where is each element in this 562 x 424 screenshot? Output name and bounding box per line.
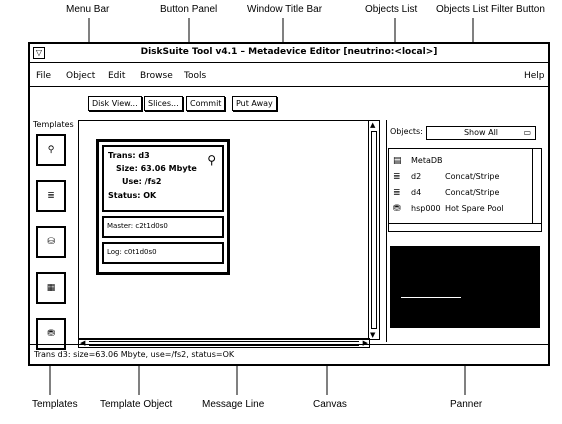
window-title: DiskSuite Tool v4.1 – Metadevice Editor … <box>140 47 438 57</box>
object-name: hsp000 <box>411 204 441 213</box>
list-item[interactable]: ≣ d4 Concat/Stripe <box>389 185 529 201</box>
template-object-trans-d3[interactable]: Trans: d3 Size: 63.06 Mbyte Use: /fs2 St… <box>96 139 230 275</box>
trans-template-icon[interactable]: ⚲ <box>36 134 66 166</box>
list-item[interactable]: ▤ MetaDB <box>389 153 529 169</box>
trans-size: Size: 63.06 Mbyte <box>116 164 197 173</box>
pane-separator <box>386 120 387 342</box>
list-item[interactable]: ⛃ hsp000 Hot Spare Pool <box>389 201 529 217</box>
callout-objects-list-filter-button: Objects List Filter Button <box>436 4 545 15</box>
callout-button-panel: Button Panel <box>160 4 218 15</box>
master-device-field[interactable]: Master: c2t1d0s0 <box>102 216 224 238</box>
filter-label: Show All <box>463 128 499 137</box>
object-type: Concat/Stripe <box>445 188 500 197</box>
slices-button[interactable]: Slices... <box>144 96 183 111</box>
scrollbar-track <box>89 341 359 346</box>
trans-use: Use: /fs2 <box>122 177 162 186</box>
callout-panner: Panner <box>450 399 483 410</box>
mirror-template-icon[interactable]: ⛁ <box>36 226 66 258</box>
callout-template-object: Template Object <box>100 399 173 410</box>
objects-list: ▤ MetaDB ≣ d2 Concat/Stripe ≣ d4 Concat/… <box>388 148 542 232</box>
objects-list-vertical-scrollbar[interactable] <box>532 149 541 223</box>
raid-template-icon[interactable]: ▦ <box>36 272 66 304</box>
window-menu-icon[interactable]: ▽ <box>33 47 45 59</box>
trans-icon: ⚲ <box>207 153 216 167</box>
metadb-icon: ▤ <box>393 156 402 166</box>
callout-message-line: Message Line <box>202 399 265 410</box>
menu-divider <box>30 86 548 87</box>
menu-bar: File Object Edit Browse Tools Help <box>30 70 548 84</box>
object-name: d2 <box>411 172 422 181</box>
callout-window-title-bar: Window Title Bar <box>247 4 323 15</box>
objects-label: Objects: <box>390 127 423 136</box>
callout-menu-bar: Menu Bar <box>66 4 110 15</box>
panner[interactable] <box>390 246 540 328</box>
object-name: d4 <box>411 188 422 197</box>
concat-icon: ≣ <box>393 172 401 182</box>
window-title-bar: ▽ DiskSuite Tool v4.1 – Metadevice Edito… <box>30 44 548 63</box>
scroll-left-icon[interactable]: ◀ <box>80 339 86 347</box>
objects-list-horizontal-scrollbar[interactable] <box>389 223 541 231</box>
dropdown-icon: ▭ <box>523 128 531 137</box>
templates-label: Templates <box>33 120 74 129</box>
object-type: Concat/Stripe <box>445 172 500 181</box>
hotspare-template-icon[interactable]: ⛃ <box>36 318 66 350</box>
trans-status: Status: OK <box>108 191 157 200</box>
panner-viewport[interactable] <box>401 297 461 298</box>
message-divider <box>30 344 548 345</box>
object-name: MetaDB <box>411 156 443 165</box>
commit-button[interactable]: Commit <box>186 96 226 111</box>
log-device-field[interactable]: Log: c0t1d0s0 <box>102 242 224 264</box>
menu-file[interactable]: File <box>36 71 52 81</box>
objects-filter-button[interactable]: Show All ▭ <box>426 126 536 140</box>
canvas-horizontal-scrollbar[interactable]: ◀ ▶ <box>78 338 370 348</box>
callout-canvas: Canvas <box>313 399 347 410</box>
menu-object[interactable]: Object <box>66 71 96 81</box>
message-line: Trans d3: size=63.06 Mbyte, use=/fs2, st… <box>34 350 235 359</box>
callout-objects-list: Objects List <box>365 4 418 15</box>
disksuite-window: ▽ DiskSuite Tool v4.1 – Metadevice Edito… <box>28 42 550 366</box>
menu-help[interactable]: Help <box>524 71 545 81</box>
menu-tools[interactable]: Tools <box>184 71 207 81</box>
scrollbar-track <box>371 131 377 329</box>
disk-view-button[interactable]: Disk View... <box>88 96 142 111</box>
object-type: Hot Spare Pool <box>445 204 504 213</box>
put-away-button[interactable]: Put Away <box>232 96 277 111</box>
menu-edit[interactable]: Edit <box>108 71 126 81</box>
trans-title: Trans: d3 <box>108 151 150 160</box>
canvas-vertical-scrollbar[interactable]: ▲ ▼ <box>368 120 380 340</box>
scroll-right-icon[interactable]: ▶ <box>362 339 368 347</box>
scroll-up-icon[interactable]: ▲ <box>370 121 376 129</box>
list-item[interactable]: ≣ d2 Concat/Stripe <box>389 169 529 185</box>
menu-browse[interactable]: Browse <box>140 71 173 81</box>
concat-template-icon[interactable]: ≣ <box>36 180 66 212</box>
callout-templates: Templates <box>32 399 78 410</box>
trans-info-panel: Trans: d3 Size: 63.06 Mbyte Use: /fs2 St… <box>102 145 224 212</box>
scroll-down-icon[interactable]: ▼ <box>370 331 376 339</box>
concat-icon: ≣ <box>393 188 401 198</box>
hotspare-icon: ⛃ <box>393 204 401 214</box>
